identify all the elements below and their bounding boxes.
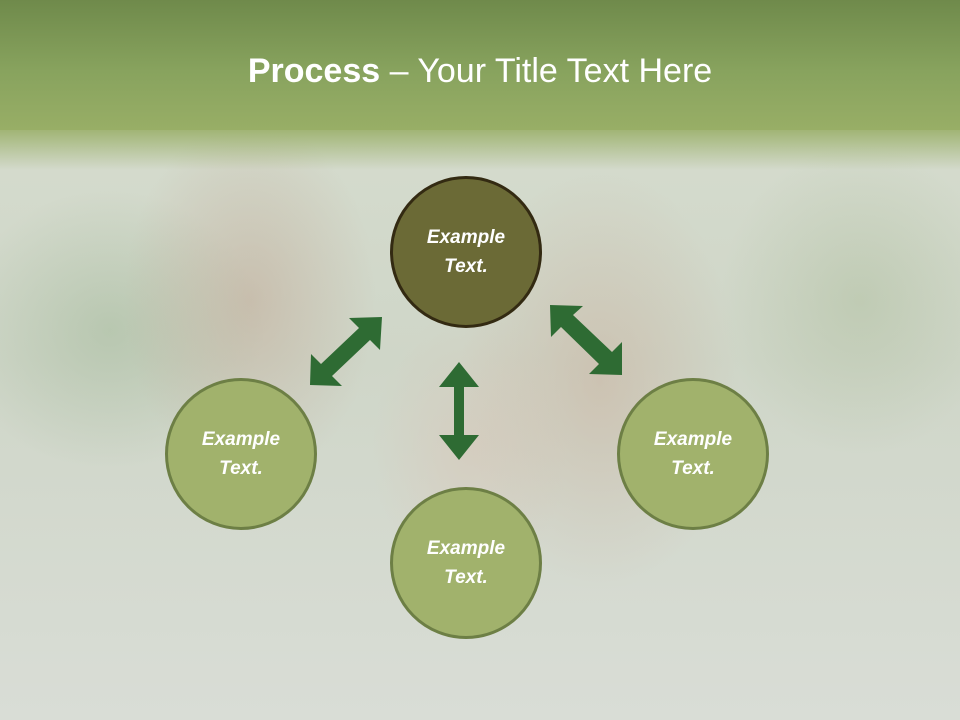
node-text-line2: Text.: [444, 567, 488, 588]
title-rest: – Your Title Text Here: [380, 52, 713, 90]
node-text-line1: Example: [653, 429, 733, 450]
process-node-left[interactable]: Example Text.: [165, 378, 317, 530]
node-text-line1: Example: [426, 538, 506, 559]
slide-title: Process – Your Title Text Here: [0, 52, 960, 91]
process-node-right[interactable]: Example Text.: [617, 378, 769, 530]
title-bar: [0, 0, 960, 130]
double-arrow-diagonal-right-icon: [550, 305, 622, 375]
node-text-line2: Text.: [219, 458, 263, 479]
process-node-top[interactable]: Example Text.: [390, 176, 542, 328]
title-bold: Process: [247, 52, 381, 90]
double-arrow-vertical-icon: [439, 362, 479, 460]
node-text-line2: Text.: [444, 256, 488, 277]
node-text-line1: Example: [201, 429, 281, 450]
title-bar-fade: [0, 130, 960, 170]
node-text-line2: Text.: [671, 458, 715, 479]
node-text-line1: Example: [426, 227, 506, 248]
double-arrow-diagonal-left-icon: [310, 317, 382, 386]
process-node-bottom[interactable]: Example Text.: [390, 487, 542, 639]
